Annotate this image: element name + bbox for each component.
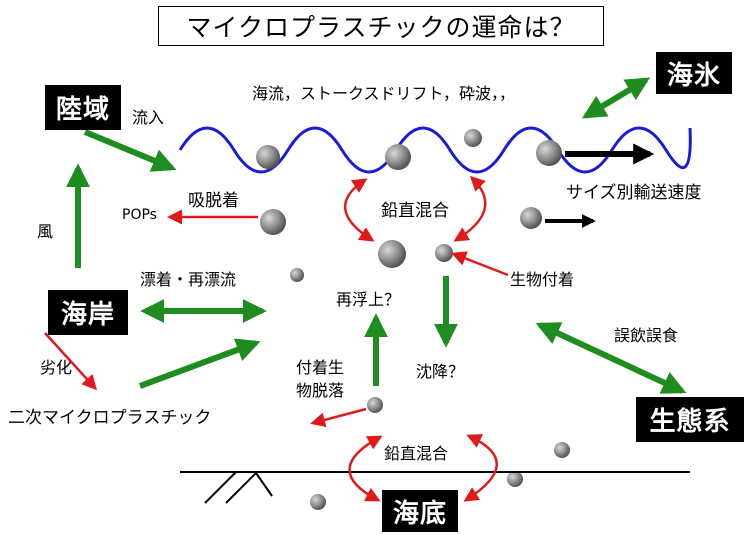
particle xyxy=(435,244,453,262)
particle xyxy=(256,145,280,169)
diagram-title: マイクロプラスチックの運命は？ xyxy=(158,6,604,46)
sea-surface-wave xyxy=(178,126,692,174)
particle xyxy=(378,240,406,268)
inflow-arrow xyxy=(83,129,177,172)
particle xyxy=(464,129,482,147)
particle xyxy=(507,471,523,487)
particle xyxy=(290,268,304,282)
vertical-mixing-lower-label: 鉛直混合 xyxy=(384,444,449,463)
defouling-label-line1: 付着生 xyxy=(296,358,345,377)
particle xyxy=(385,144,411,170)
particle xyxy=(554,442,570,458)
resuspension-label: 再浮上？ xyxy=(336,290,401,309)
degradation-arrow xyxy=(44,332,98,391)
seabed-box: 海底 xyxy=(382,490,458,532)
sinking-label: 沈降？ xyxy=(416,362,465,381)
adsorption-label: 吸脱着 xyxy=(188,191,239,211)
defouling-label-line2: 物脱落 xyxy=(296,381,345,400)
biofouling-label: 生物付着 xyxy=(510,270,575,289)
particle xyxy=(260,209,286,235)
seabed-line xyxy=(180,471,690,504)
vertical-mixing-upper-label: 鉛直混合 xyxy=(381,201,449,221)
particle xyxy=(367,397,383,413)
degradation-label: 劣化 xyxy=(40,358,73,377)
surface-processes-label: 海流，ストークスドリフト，砕波，， xyxy=(252,84,516,103)
sea-ice-box: 海氷 xyxy=(656,52,732,94)
ecosystem-box: 生態系 xyxy=(636,397,744,442)
vertical-mixing-lower-right xyxy=(463,434,498,502)
vertical-mixing-upper-right xyxy=(453,175,487,242)
particles xyxy=(256,129,570,510)
misingestion-label: 誤飲誤食 xyxy=(614,326,679,345)
secondary-mp-arrow xyxy=(138,338,261,389)
particle xyxy=(536,140,562,166)
land-box: 陸域 xyxy=(45,85,121,130)
size-transport-label: サイズ別輸送速度 xyxy=(566,183,702,203)
vertical-mixing-lower-left xyxy=(348,435,383,502)
secondary-mp-label: 二次マイクロプラスチック xyxy=(8,408,212,428)
particle xyxy=(310,494,326,510)
pops-label: POPs xyxy=(122,207,157,223)
biofouling-arrow xyxy=(451,251,509,277)
defouling-arrow xyxy=(310,407,367,428)
particle xyxy=(520,207,542,229)
wind-label: 風 xyxy=(37,222,54,241)
sea-ice-arrow xyxy=(581,77,651,119)
vertical-mixing-upper-left xyxy=(344,178,375,242)
stranding-label: 漂着・再漂流 xyxy=(140,270,237,289)
inflow-label: 流入 xyxy=(132,108,165,127)
coast-box: 海岸 xyxy=(48,290,128,335)
ecosystem-arrow xyxy=(535,322,687,394)
